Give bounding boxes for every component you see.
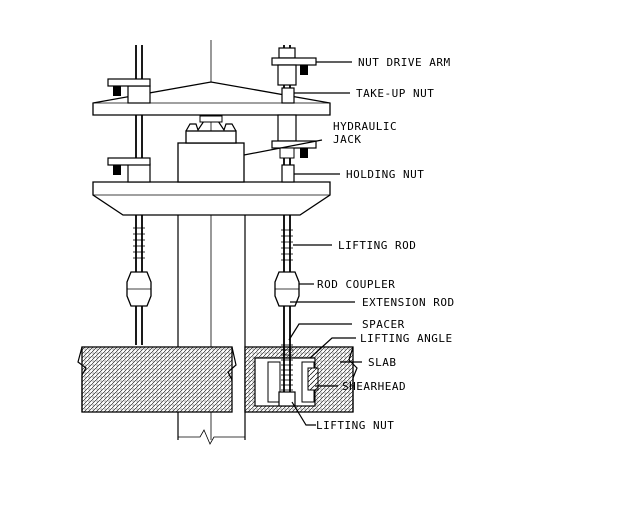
label-hydraulic: HYDRAULIC <box>333 120 397 133</box>
label-jack: JACK <box>333 133 362 146</box>
label-extension-rod: EXTENSION ROD <box>362 296 455 309</box>
left-lifting-rod <box>107 45 152 345</box>
label-lifting-angle: LIFTING ANGLE <box>360 332 453 345</box>
label-holding-nut: HOLDING NUT <box>346 168 424 181</box>
label-spacer: SPACER <box>362 318 405 331</box>
right-lifting-rod <box>271 45 317 407</box>
label-lifting-rod: LIFTING ROD <box>338 239 416 252</box>
slab-right <box>244 346 358 413</box>
label-lifting-nut: LIFTING NUT <box>316 419 394 432</box>
label-nut-drive-arm: NUT DRIVE ARM <box>358 56 451 69</box>
label-slab: SLAB <box>368 356 397 369</box>
slab-left <box>77 346 237 413</box>
lower-crosshead <box>92 181 331 216</box>
label-rod-coupler: ROD COUPLER <box>317 278 395 291</box>
label-take-up-nut: TAKE-UP NUT <box>356 87 434 100</box>
label-shearhead: SHEARHEAD <box>342 380 406 393</box>
leader-lines <box>243 61 362 426</box>
hydraulic-jack <box>177 115 245 183</box>
